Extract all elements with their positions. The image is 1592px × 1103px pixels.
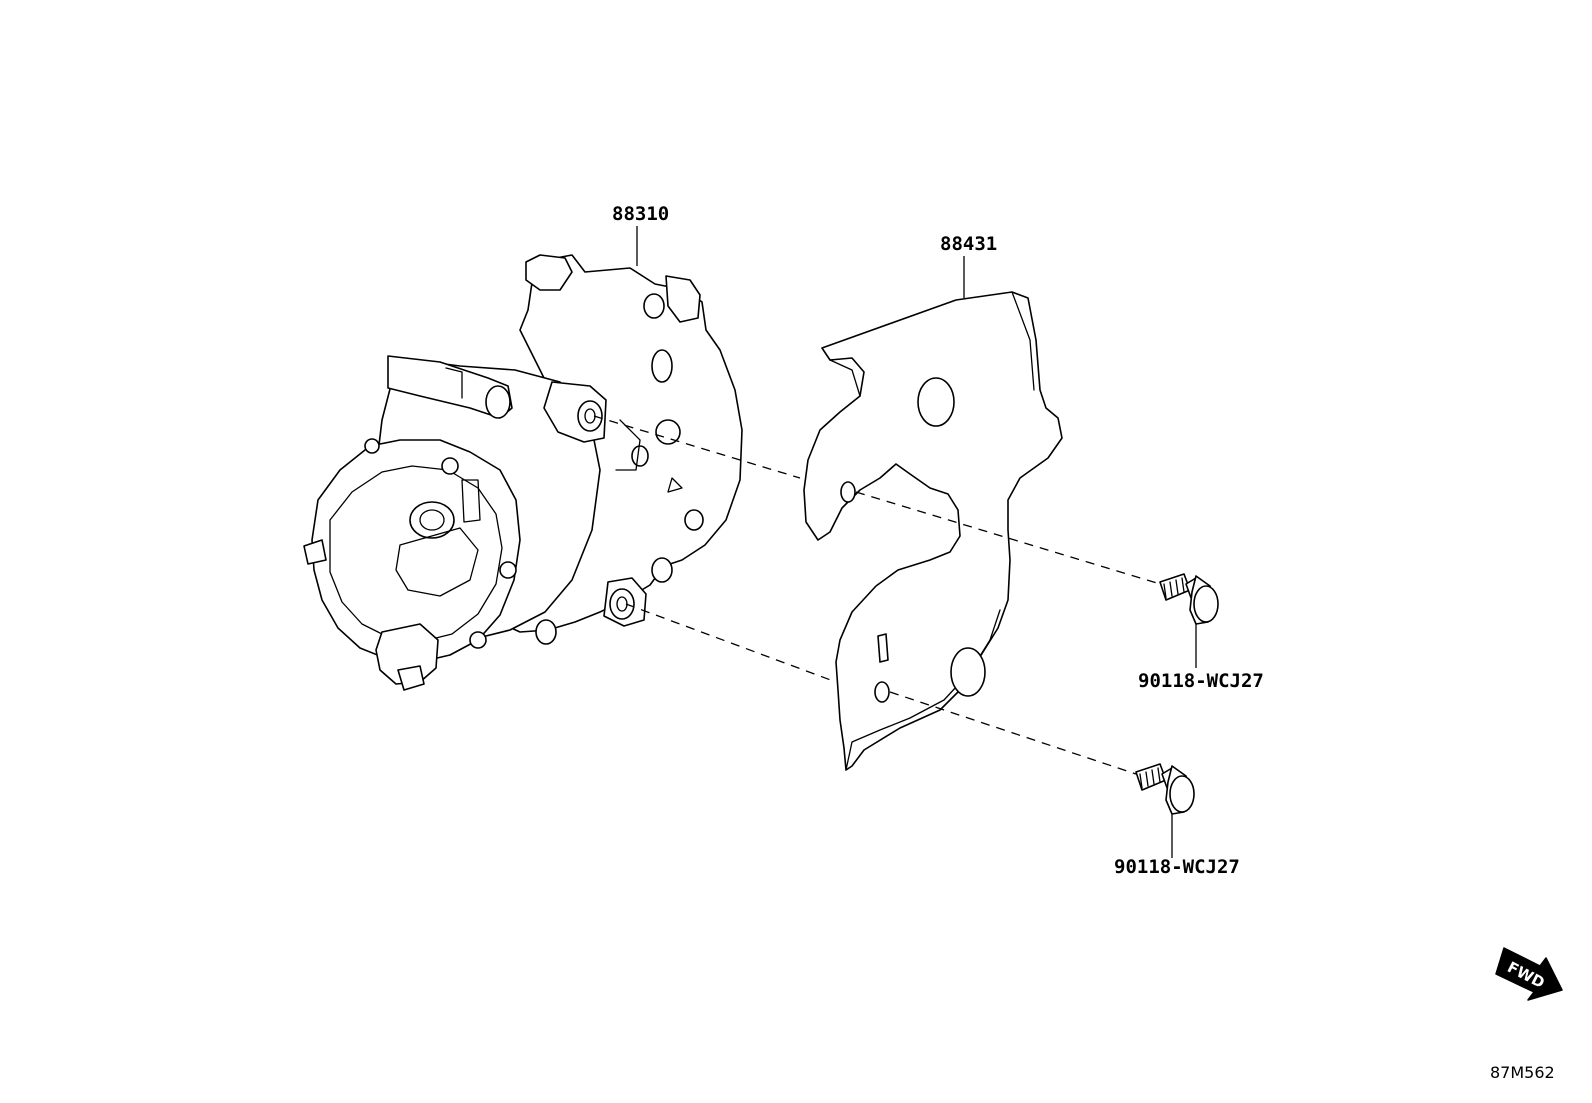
bolt-lower-drawing[interactable]	[1135, 763, 1195, 815]
part-label-88310[interactable]: 88310	[612, 203, 670, 225]
part-label-bolt-lower[interactable]: 90118-WCJ27	[1114, 856, 1240, 878]
fwd-arrow-icon: FWD	[1495, 947, 1563, 1001]
part-label-bolt-upper[interactable]: 90118-WCJ27	[1138, 670, 1264, 692]
bolt-upper-drawing[interactable]	[1159, 573, 1219, 625]
compressor-drawing[interactable]	[303, 254, 743, 691]
bracket-drawing[interactable]	[803, 291, 1063, 771]
alignment-lines	[593, 415, 1161, 775]
part-label-88431[interactable]: 88431	[940, 233, 998, 255]
diagram-code: 87M562	[1490, 1063, 1555, 1082]
